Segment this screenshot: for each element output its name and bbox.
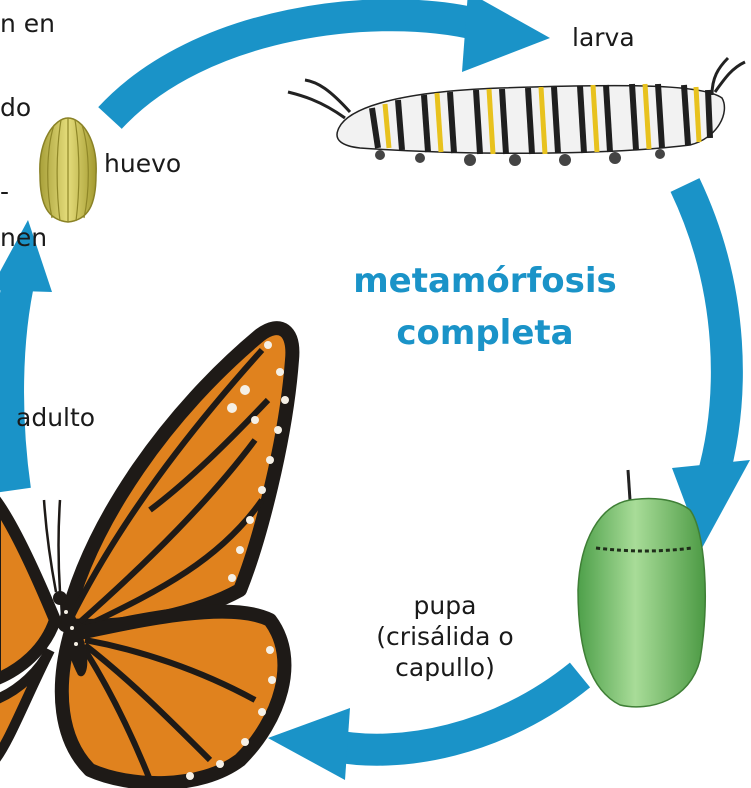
cut-text-line-4: nen	[0, 222, 47, 253]
label-larva: larva	[572, 22, 635, 53]
caterpillar-illustration	[288, 58, 745, 166]
label-adult: adulto	[16, 402, 95, 433]
arrow-head-larva	[462, 0, 550, 72]
monarch-butterfly-illustration	[0, 328, 292, 783]
arrow-head-adult	[268, 708, 350, 780]
label-pupa-line-2: (crisálida o	[340, 621, 550, 652]
label-pupa-line-1: pupa	[340, 590, 550, 621]
cut-text-line-2: do	[0, 92, 31, 123]
label-pupa-line-3: capullo)	[340, 652, 550, 683]
center-title: metamórfosis completa	[300, 255, 670, 359]
label-pupa: pupa (crisálida o capullo)	[340, 590, 550, 683]
cut-text-line-3: -	[0, 176, 9, 207]
label-egg: huevo	[104, 148, 181, 179]
arrow-pupa-to-adult	[330, 675, 580, 750]
egg-illustration	[40, 118, 96, 222]
center-title-line-1: metamórfosis	[300, 255, 670, 307]
cut-text-line-1: n en	[0, 8, 55, 39]
arrow-adult-to-egg	[8, 275, 20, 490]
arrow-larva-to-pupa	[685, 185, 727, 480]
center-title-line-2: completa	[300, 307, 670, 359]
